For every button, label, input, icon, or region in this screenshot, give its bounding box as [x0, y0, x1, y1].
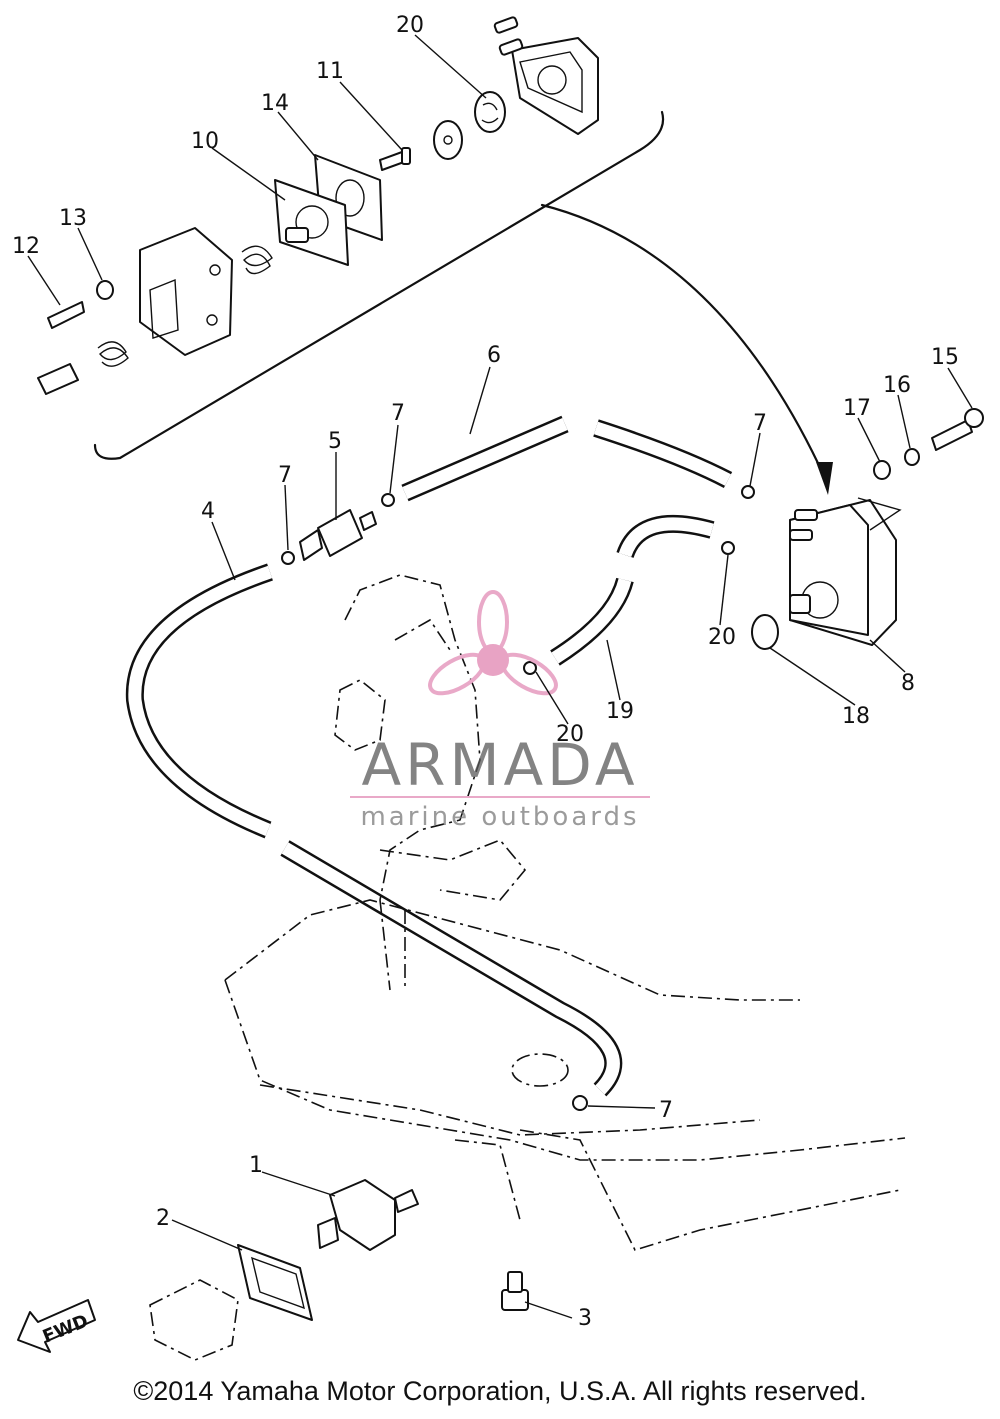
screw-12-part [47, 301, 85, 329]
fuel-filter-part [299, 509, 377, 561]
callout-7-d: 7 [659, 1098, 673, 1123]
callout-2: 2 [156, 1206, 170, 1231]
plunger-part [37, 363, 79, 395]
inset-arrow [540, 203, 833, 495]
washer-16-part [904, 448, 920, 466]
bottom-cowling-outline [224, 899, 906, 1251]
washer-13-part [96, 280, 114, 300]
bolt-3-part [501, 1271, 529, 1311]
bolt-15-part [931, 408, 984, 451]
hose-6 [401, 415, 733, 502]
inset-border [93, 110, 665, 460]
washer-17-part [873, 460, 891, 480]
spring-small-part [97, 341, 129, 367]
fuel-pump-part [789, 497, 902, 646]
callout-17: 17 [843, 396, 871, 421]
hose-4 [125, 563, 623, 1097]
callout-19: 19 [606, 699, 634, 724]
callout-7-a: 7 [391, 401, 405, 426]
armada-logo-icon [428, 590, 558, 696]
callout-9: 20 [396, 13, 424, 38]
diaphragm-disc-part [433, 120, 463, 160]
spring-14-part [241, 245, 273, 275]
connector-outline [149, 1279, 239, 1361]
callout-1: 1 [249, 1153, 263, 1178]
valve-plate-part [474, 91, 506, 133]
screw-11-part [379, 147, 411, 171]
watermark-brand: ARMADA [361, 731, 638, 799]
callout-3: 3 [578, 1306, 592, 1331]
callout-18: 18 [842, 704, 870, 729]
callout-15: 15 [931, 345, 959, 370]
diaphragm-10-part [274, 179, 349, 266]
clip-parts [281, 485, 755, 1111]
callout-4: 4 [201, 499, 215, 524]
grommet-2-part [237, 1244, 313, 1321]
armada-watermark: ARMADA marine outboards [350, 590, 650, 832]
pump-cover-part [493, 16, 599, 135]
fwd-arrow-icon: FWD [17, 1299, 96, 1353]
o-ring-18-part [751, 614, 779, 650]
callouts: 20 11 14 10 13 12 6 7 5 7 4 7 15 16 17 2… [12, 13, 959, 1331]
copyright-notice: ©2014 Yamaha Motor Corporation, U.S.A. A… [133, 1376, 867, 1406]
callout-11: 11 [316, 59, 344, 84]
fuel-joint-part [317, 1179, 419, 1251]
callout-16: 16 [883, 373, 911, 398]
watermark-tagline: marine outboards [360, 802, 639, 832]
callout-20-a: 20 [708, 625, 736, 650]
callout-10: 10 [191, 129, 219, 154]
callout-6: 6 [487, 343, 501, 368]
leader-lines [27, 34, 973, 1319]
callout-5: 5 [328, 429, 342, 454]
carburetor-outline [334, 574, 527, 901]
callout-14: 14 [261, 91, 289, 116]
callout-12: 12 [12, 234, 40, 259]
pump-body-part [139, 227, 233, 356]
hose-19 [550, 514, 715, 666]
callout-13: 13 [59, 206, 87, 231]
callout-8: 8 [901, 671, 915, 696]
callout-7-c: 7 [753, 411, 767, 436]
callout-20-b: 20 [556, 722, 584, 747]
callout-7-b: 7 [278, 463, 292, 488]
